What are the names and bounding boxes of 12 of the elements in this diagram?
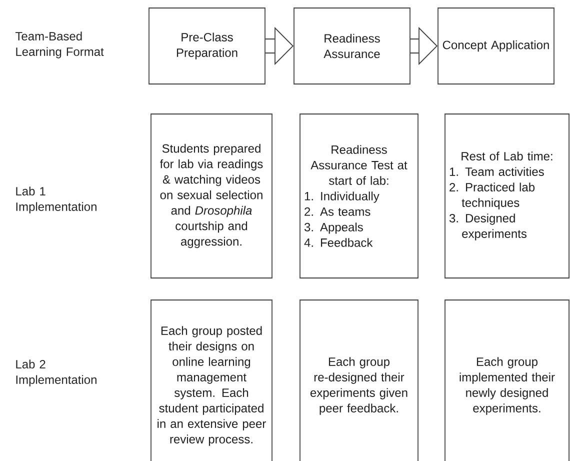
row-label: Lab 2 Implementation	[16, 360, 96, 386]
row-label: Lab 1 Implementation	[16, 186, 96, 214]
description-box: Students prepared for lab via readings & watching videos on sexual selection and Drosophila courtship and aggression.	[150, 114, 272, 278]
step-box: Readiness Assurance	[294, 8, 410, 84]
step-box: Concept Application	[438, 8, 554, 84]
step-box: Pre-Class Preparation	[148, 8, 266, 84]
description-box: Each group implemented their newly designed experiments.	[444, 300, 570, 461]
description-box: Readiness Assurance Test at start of lab: 1. Individually 2. As teams 3. Appeals 4. Feedback	[300, 114, 418, 278]
description-box: Rest of Lab time: 1. Team activities 2. Practiced lab techniques 3. Designed experiments	[444, 114, 570, 278]
description-box: Each group re-designed their experiments given peer feedback.	[300, 300, 418, 461]
description-box: Each group posted their designs on online learning management system. Each student participated in an extensive peer review process.	[150, 300, 272, 461]
row-label: Team-Based Learning Format	[15, 32, 104, 58]
